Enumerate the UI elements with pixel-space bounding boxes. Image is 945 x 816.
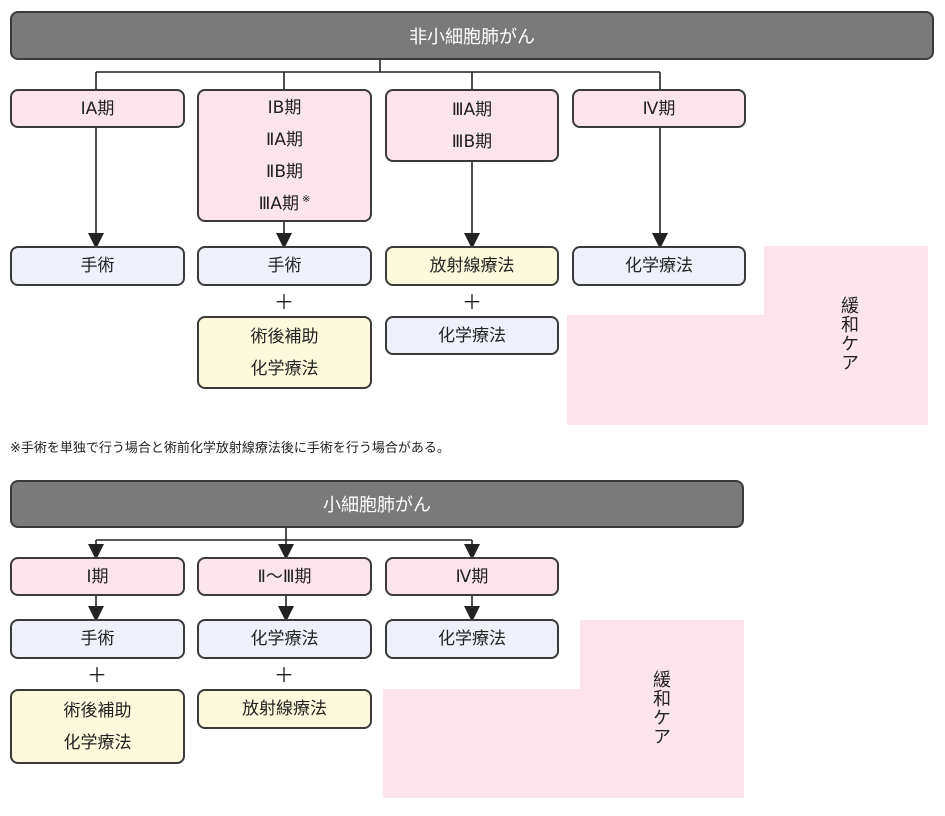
treatment-label: 化学療法	[250, 629, 319, 649]
stage-label: IB期	[267, 97, 302, 118]
plus-sign: ＋	[462, 290, 482, 314]
treatment-surgery-box: 手術	[197, 246, 372, 286]
treatment-label: 手術	[80, 629, 115, 649]
plus-sign: ＋	[274, 290, 294, 314]
treatment-label: 化学療法	[438, 629, 506, 649]
stage-label: ⅢB期	[451, 131, 493, 152]
footnote: ※手術を単独で行う場合と術前化学放射線療法後に手術を行う場合がある。	[10, 441, 450, 456]
treatment-radiation-box: 放射線療法	[385, 246, 559, 286]
stage-label: IA期	[80, 98, 115, 119]
treatment-label: 術後補助	[63, 700, 132, 721]
stage-label: Ⅱ〜Ⅲ期	[257, 566, 312, 587]
palliative-care-label: 緩和ケア	[650, 670, 671, 746]
stage-label: ⅢA期	[451, 99, 493, 120]
treatment-adjuvant-chemo-box: 術後補助 化学療法	[197, 316, 372, 389]
stage-ii-iii-box: Ⅱ〜Ⅲ期	[197, 557, 372, 596]
treatment-label: 化学療法	[625, 256, 693, 276]
palliative-area	[567, 246, 928, 425]
stage-label: I期	[86, 566, 109, 587]
treatment-radiation-box: 放射線療法	[197, 689, 372, 729]
stage-ia-box: IA期	[10, 89, 185, 128]
treatment-chemo-box: 化学療法	[385, 316, 559, 355]
palliative-care-label: 緩和ケア	[838, 296, 859, 372]
stage-label: Ⅳ期	[642, 98, 676, 119]
treatment-surgery-box: 手術	[10, 246, 185, 286]
stage-label: Ⅳ期	[455, 566, 489, 587]
treatment-surgery-box: 手術	[10, 619, 185, 659]
treatment-label: 放射線療法	[242, 699, 327, 719]
treatment-label: 手術	[80, 256, 115, 276]
treatment-adjuvant-chemo-box: 術後補助 化学療法	[10, 689, 185, 764]
palliative-area	[383, 620, 744, 798]
stage-label: ⅡA期	[266, 129, 303, 150]
stage-i-box: I期	[10, 557, 185, 596]
sclc-title: 小細胞肺がん	[10, 480, 744, 528]
stage-iv-box: Ⅳ期	[385, 557, 559, 596]
treatment-chemo-box: 化学療法	[385, 619, 559, 659]
stage-iiia-iiib-box: ⅢA期 ⅢB期	[385, 89, 559, 162]
stage-label: ⅢA期	[258, 193, 299, 214]
plus-sign: ＋	[274, 663, 294, 687]
stage-label-with-mark: ⅢA期※	[259, 188, 311, 220]
treatment-label: 化学療法	[250, 358, 319, 379]
stage-iv-box: Ⅳ期	[572, 89, 746, 128]
treatment-label: 化学療法	[63, 732, 132, 753]
nsclc-title: 非小細胞肺がん	[10, 11, 934, 60]
treatment-label: 手術	[267, 256, 302, 276]
plus-sign: ＋	[87, 663, 107, 687]
treatment-label: 術後補助	[250, 326, 319, 347]
treatment-chemo-box: 化学療法	[197, 619, 372, 659]
treatment-chemo-box: 化学療法	[572, 246, 746, 286]
stage-ib-iiia-box: IB期 ⅡA期 ⅡB期 ⅢA期※	[197, 89, 372, 222]
treatment-label: 放射線療法	[429, 256, 515, 276]
footnote-mark: ※	[301, 193, 311, 205]
stage-label: ⅡB期	[265, 161, 304, 182]
treatment-label: 化学療法	[438, 325, 506, 346]
